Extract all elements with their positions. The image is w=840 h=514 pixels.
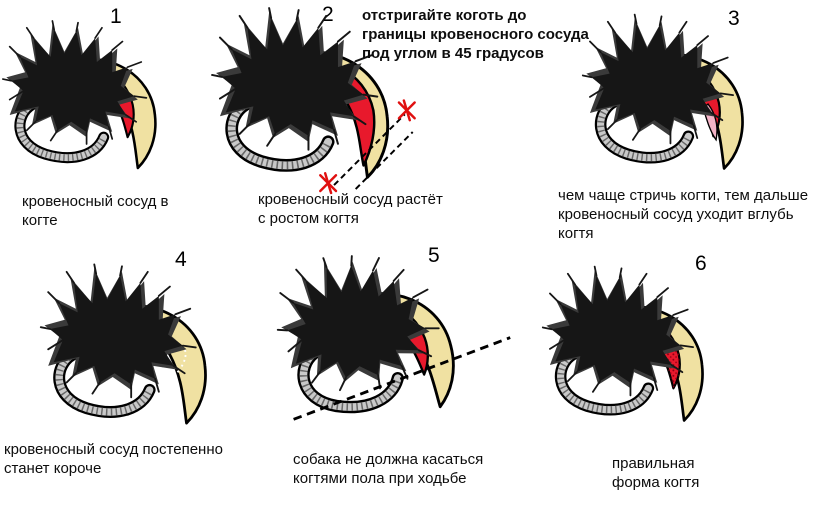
floor-line [293, 336, 511, 421]
claw-illustration-1 [2, 20, 157, 170]
panel-1-number: 1 [110, 5, 122, 28]
panel-5-caption: собака не должна касаться когтями пола п… [293, 451, 484, 488]
panel-6-caption: правильная форма когтя [612, 455, 700, 492]
panel-5-number: 5 [428, 244, 440, 267]
panel-6-number: 6 [695, 252, 707, 275]
claw-illustration-2 [211, 7, 416, 195]
panel-3-number: 3 [728, 7, 740, 30]
cut-line-secondary [354, 131, 414, 190]
cutting-instruction: отстригайте коготь до границы кровеносно… [362, 7, 589, 63]
panel-2-caption: кровеносный сосуд растёт с ростом когтя [258, 191, 443, 228]
panel-4-caption: кровеносный сосуд постепенно станет коро… [4, 441, 223, 478]
panel-1-caption: кровеносный сосуд в когте [22, 193, 169, 230]
claw-illustration-4 [39, 263, 207, 425]
claw-illustration-3 [581, 13, 744, 170]
cut-mark-icon [397, 99, 416, 122]
claw-illustration-5 [267, 242, 511, 422]
claw-illustration-6 [541, 265, 704, 422]
panel-4-number: 4 [175, 248, 187, 271]
cut-line-45deg [333, 113, 406, 186]
panel-3-caption: чем чаще стричь когти, тем дальше кровен… [558, 187, 809, 243]
panel-2-number: 2 [322, 3, 334, 26]
